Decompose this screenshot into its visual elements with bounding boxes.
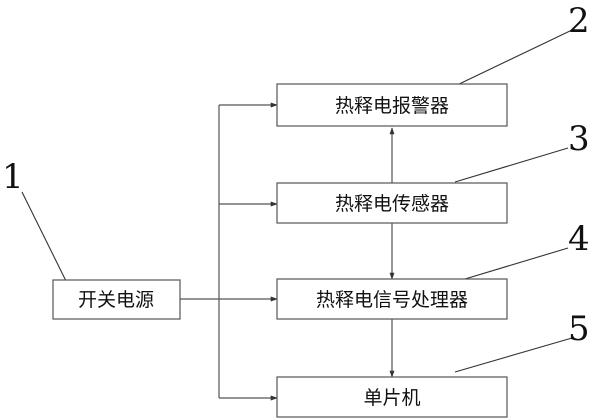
ref-number-1: 1 xyxy=(2,157,24,197)
ref-number-2: 2 xyxy=(568,1,590,41)
power-label: 开关电源 xyxy=(78,289,154,311)
leader-line-3 xyxy=(454,147,569,183)
ref-number-3: 3 xyxy=(568,119,590,159)
leader-line-4 xyxy=(454,247,569,283)
processor-block: 热释电信号处理器 xyxy=(276,278,508,320)
ref-number-4: 4 xyxy=(568,219,590,259)
power-block: 开关电源 xyxy=(52,279,181,320)
alarm-label: 热释电报警器 xyxy=(335,95,449,117)
alarm-block: 热释电报警器 xyxy=(276,83,508,127)
ref-number-5: 5 xyxy=(568,309,590,349)
processor-label: 热释电信号处理器 xyxy=(316,289,468,311)
sensor-block: 热释电传感器 xyxy=(276,182,508,224)
leader-line-5 xyxy=(454,337,573,373)
leader-line-2 xyxy=(454,29,573,87)
mcu-block: 单片机 xyxy=(276,376,508,418)
sensor-label: 热释电传感器 xyxy=(335,193,449,215)
leader-line-1 xyxy=(21,191,68,284)
mcu-label: 单片机 xyxy=(363,387,420,409)
